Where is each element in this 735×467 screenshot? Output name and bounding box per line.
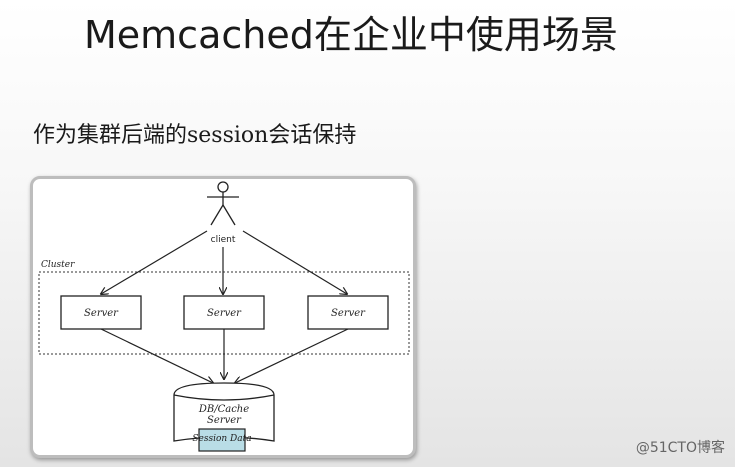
slide-subtitle: 作为集群后端的session会话保持 bbox=[33, 123, 357, 148]
database-cylinder-icon bbox=[173, 382, 275, 442]
session-data-box bbox=[198, 428, 246, 452]
server-to-db-arrows bbox=[100, 328, 349, 383]
client-to-server-arrows bbox=[101, 230, 347, 294]
database-label-line2: Server bbox=[207, 415, 242, 426]
architecture-diagram: client Cluster Server Server Server bbox=[30, 176, 416, 458]
svg-text:Server: Server bbox=[331, 308, 366, 319]
server-box-1: Server bbox=[60, 295, 142, 330]
client-label: client bbox=[211, 235, 236, 245]
watermark: @51CTO博客 bbox=[635, 440, 725, 456]
client-actor-icon bbox=[207, 181, 239, 226]
cluster-label: Cluster bbox=[41, 260, 75, 270]
svg-text:Server: Server bbox=[207, 308, 242, 319]
server-box-3: Server bbox=[307, 295, 389, 330]
session-data-label: Session Data bbox=[192, 434, 251, 444]
slide-title: Memcached在企业中使用场景 bbox=[84, 13, 618, 57]
svg-text:Server: Server bbox=[84, 308, 119, 319]
server-box-2: Server bbox=[183, 295, 265, 330]
database-label-line1: DB/Cache bbox=[198, 404, 249, 415]
